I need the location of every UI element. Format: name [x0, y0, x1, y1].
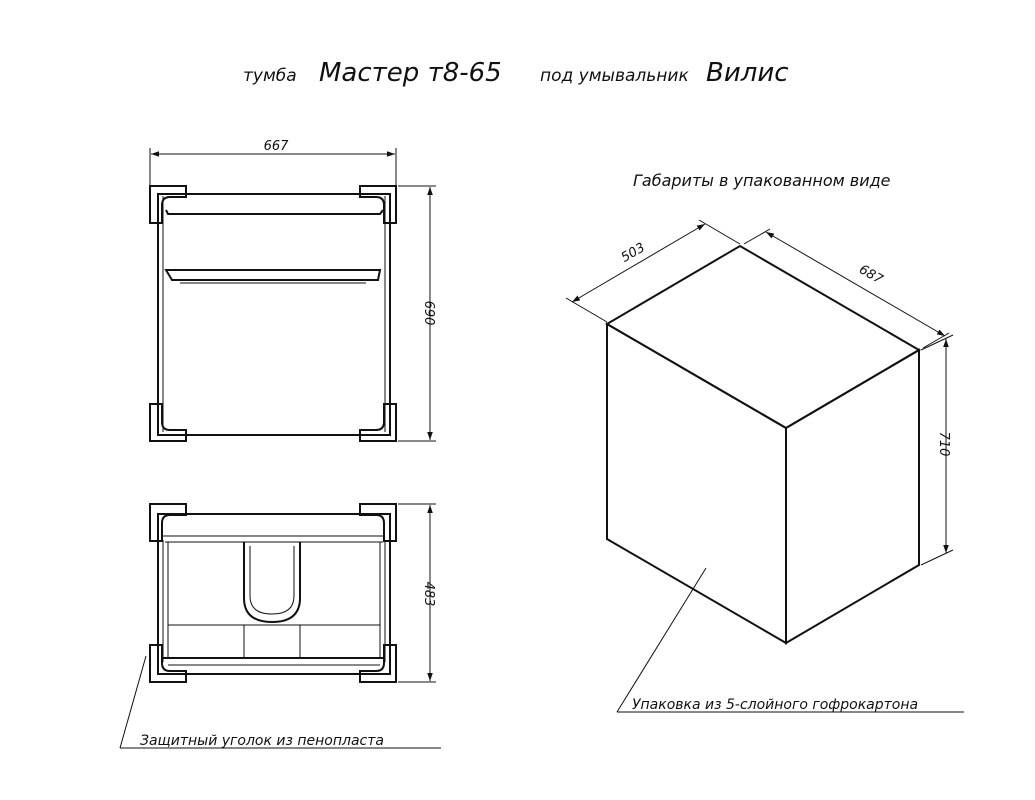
corner-protector-top-right	[359, 185, 397, 224]
top-depth-dim-label: 483	[421, 582, 436, 607]
siphon-cutout-outer	[243, 542, 301, 624]
corner-protector-bottom-left	[149, 403, 187, 442]
box-width-dim-label: 687	[856, 262, 886, 288]
front-top-drawer-edge	[165, 209, 384, 215]
box-depth-dim-line	[571, 223, 706, 303]
box-depth-dim-label: 503	[619, 240, 648, 265]
title-model: Мастер т8-65	[319, 58, 502, 88]
box-front-face	[606, 322, 787, 645]
box-width-ext-1	[743, 228, 771, 245]
corner-protector-bottom-right	[359, 403, 397, 442]
title-prefix: тумба	[243, 66, 297, 86]
corner-protector-top-left-top-view	[149, 503, 187, 542]
package-heading: Габариты в упакованном виде	[633, 171, 891, 190]
box-width-ext-2	[922, 332, 950, 349]
foam-corner-callout: Защитный уголок из пенопласта	[140, 733, 384, 749]
box-side-face	[785, 348, 920, 645]
title-series: Вилис	[706, 58, 789, 88]
front-width-dim-label: 667	[264, 139, 290, 154]
siphon-cutout-inner	[249, 546, 295, 615]
foam-corner-leader	[119, 655, 147, 749]
title-middle: под умывальник	[540, 66, 689, 86]
top-view: 483 Защитный уголок из пенопласта	[119, 503, 441, 749]
box-width-dim-line	[765, 231, 946, 337]
front-basin-front-edge	[164, 269, 382, 281]
package-leader	[616, 567, 707, 713]
front-view: 667 690	[149, 139, 436, 442]
box-height-ext-1	[920, 334, 954, 351]
corner-protector-top-right-top-view	[359, 503, 397, 542]
box-height-dim-label: 710	[936, 432, 951, 457]
package-callout: Упаковка из 5-слойного гофрокартона	[632, 697, 918, 713]
front-body-outline	[157, 193, 391, 436]
box-depth-ext-2	[698, 219, 741, 245]
box-height-ext-2	[920, 549, 954, 566]
corner-protector-bottom-right-top-view	[359, 644, 397, 683]
corner-protector-top-left	[149, 185, 187, 224]
corner-protector-bottom-left-top-view	[149, 644, 187, 683]
top-body-outline	[157, 513, 391, 675]
front-height-dim-label: 690	[421, 301, 436, 326]
package-view: Габариты в упакованном виде 503 687 710 …	[565, 171, 964, 713]
